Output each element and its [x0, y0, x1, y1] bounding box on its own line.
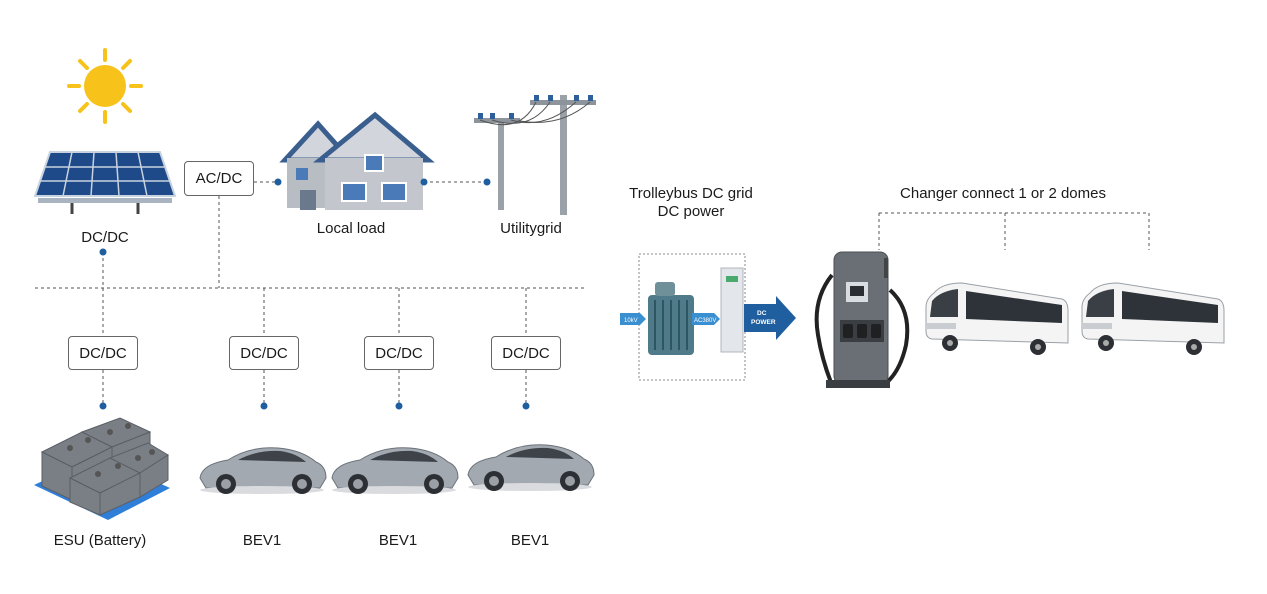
esu-label: ESU (Battery): [53, 532, 147, 549]
arrow-text-2: POWER: [751, 319, 776, 326]
connector-lines: [35, 181, 1150, 406]
solar-panel-icon: [33, 151, 177, 214]
input-voltage-tag: 10kV: [624, 318, 638, 324]
car-icon-3: [467, 444, 595, 491]
car-icon-2: [331, 447, 459, 494]
transformer-voltage-tag: AC380V: [694, 318, 716, 324]
substation-icon: 10kV AC380V: [620, 253, 746, 381]
esu-dcdc-converter-box: DC/DC: [68, 336, 138, 370]
sun-icon: [67, 48, 143, 124]
car-icon-1: [199, 447, 327, 494]
dc-power-arrow: DC POWER: [744, 296, 796, 340]
charger-icon: [814, 251, 910, 388]
bev1-b-dcdc-converter-box: DC/DC: [364, 336, 434, 370]
bev1-c-dcdc-converter-box: DC/DC: [491, 336, 561, 370]
bus-icon-2: [1081, 282, 1225, 355]
bev1-c-label: BEV1: [510, 532, 550, 549]
bev1-a-label: BEV1: [242, 532, 282, 549]
charger-title-label: Changer connect 1 or 2 domes: [900, 185, 1106, 202]
utility-grid-label: Utilitygrid: [500, 220, 562, 237]
arrow-text-1: DC: [757, 310, 767, 317]
house-icon: [279, 111, 435, 210]
battery-icon: [34, 417, 170, 520]
pv-dcdc-label: DC/DC: [81, 229, 129, 246]
local-load-label: Local load: [316, 220, 386, 237]
acdc-converter-box: AC/DC: [184, 161, 254, 196]
trolleybus-label-line2: DC power: [657, 203, 725, 220]
utility-pole-icon: [474, 95, 596, 215]
connection-nodes: [99, 178, 530, 410]
bus-icon-1: [925, 282, 1069, 355]
bev1-b-label: BEV1: [378, 532, 418, 549]
bev1-a-dcdc-converter-box: DC/DC: [229, 336, 299, 370]
trolleybus-label-line1: Trolleybus DC grid: [629, 185, 753, 202]
